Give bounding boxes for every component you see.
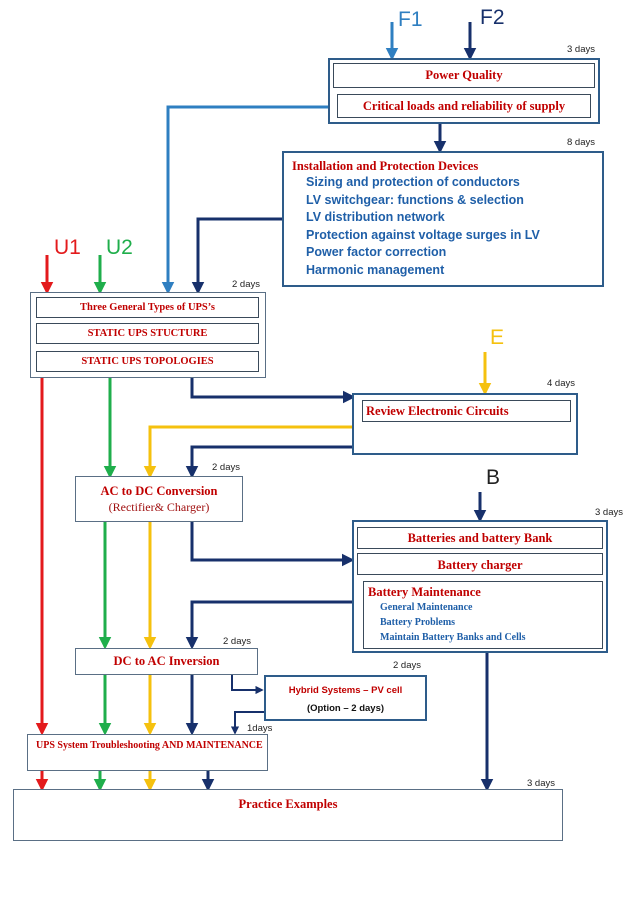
arrow-install-to-ups <box>191 217 282 295</box>
installation-item-2: LV switchgear: functions & selection <box>306 192 524 207</box>
ups-types-item-3: STATIC UPS TOPOLOGIES <box>36 351 259 372</box>
hybrid-box: Hybrid Systems – PV cell (Option – 2 day… <box>264 675 427 721</box>
ups-types-item-2: STATIC UPS STUCTURE <box>36 323 259 344</box>
battery-maintenance-item-1: General Maintenance <box>380 602 473 613</box>
power-quality-box: Power Quality Critical loads and reliabi… <box>328 58 600 124</box>
hybrid-title: Hybrid Systems – PV cell <box>288 685 403 696</box>
batteries-box: Batteries and battery Bank Battery charg… <box>352 520 608 653</box>
arrow-acdc-to-batteries <box>190 522 355 567</box>
ac-dc-subtitle: (Rectifier& Charger) <box>108 500 210 514</box>
installation-item-4: Protection against voltage surges in LV <box>306 227 540 242</box>
days-batteries: 3 days <box>595 507 623 518</box>
input-f1: F1 <box>398 8 423 31</box>
days-dc-ac: 2 days <box>223 636 251 647</box>
troubleshooting-title: UPS System Troubleshooting AND MAINTENAN… <box>36 740 263 751</box>
input-u2: U2 <box>106 236 133 259</box>
arrow-hybrid-to-ts <box>230 711 264 735</box>
batteries-title: Batteries and battery Bank <box>357 527 603 549</box>
ac-dc-box: AC to DC Conversion (Rectifier& Charger) <box>75 476 243 522</box>
arrow-dcac-to-hybrid <box>231 675 264 695</box>
installation-box: Installation and Protection Devices Sizi… <box>282 151 604 287</box>
electronic-box: Review Electronic Circuits <box>352 393 578 455</box>
days-electronic: 4 days <box>547 378 575 389</box>
practice-title: Practice Examples <box>238 797 338 811</box>
arrow-pq-to-ups <box>161 105 330 295</box>
power-quality-subtitle: Critical loads and reliability of supply <box>337 94 591 118</box>
battery-maintenance-title: Battery Maintenance <box>368 585 481 599</box>
input-f2: F2 <box>480 6 505 29</box>
hybrid-option: (Option – 2 days) <box>306 703 385 714</box>
installation-item-5: Power factor correction <box>306 245 447 259</box>
battery-maintenance-panel: Battery Maintenance General Maintenance … <box>363 581 603 649</box>
battery-charger: Battery charger <box>357 553 603 575</box>
days-troubleshooting: 1days <box>247 723 273 734</box>
arrow-ups-to-electronic <box>190 377 356 404</box>
dc-ac-box: DC to AC Inversion <box>75 648 258 675</box>
days-practice: 3 days <box>527 778 555 789</box>
ups-types-box: Three General Types of UPS’s STATIC UPS … <box>30 292 266 378</box>
electronic-title: Review Electronic Circuits <box>362 400 571 422</box>
installation-item-3: LV distribution network <box>306 210 445 224</box>
ac-dc-title: AC to DC Conversion <box>100 484 218 498</box>
arrow-electronic-to-acdc-navy <box>185 445 352 479</box>
battery-maintenance-item-3: Maintain Battery Banks and Cells <box>380 632 526 643</box>
troubleshooting-box: UPS System Troubleshooting AND MAINTENAN… <box>27 734 268 771</box>
days-ac-dc: 2 days <box>212 462 240 473</box>
power-quality-title: Power Quality <box>333 63 595 88</box>
installation-title: Installation and Protection Devices <box>292 159 479 173</box>
installation-item-6: Harmonic management <box>306 262 445 277</box>
days-power-quality: 3 days <box>567 44 595 55</box>
practice-box: Practice Examples <box>13 789 563 841</box>
ups-types-item-1: Three General Types of UPS’s <box>36 297 259 318</box>
arrow-electronic-to-acdc-yellow <box>143 425 352 479</box>
input-u1: U1 <box>54 236 81 259</box>
arrow-batteries-to-dcac <box>185 600 352 650</box>
battery-maintenance-item-2: Battery Problems <box>380 617 456 628</box>
input-e: E <box>490 326 505 349</box>
days-hybrid: 2 days <box>393 660 421 671</box>
days-installation: 8 days <box>567 137 595 148</box>
days-ups-types: 2 days <box>232 279 260 290</box>
installation-item-1: Sizing and protection of conductors <box>306 175 520 189</box>
input-b: B <box>486 466 501 489</box>
dc-ac-title: DC to AC Inversion <box>113 654 220 668</box>
